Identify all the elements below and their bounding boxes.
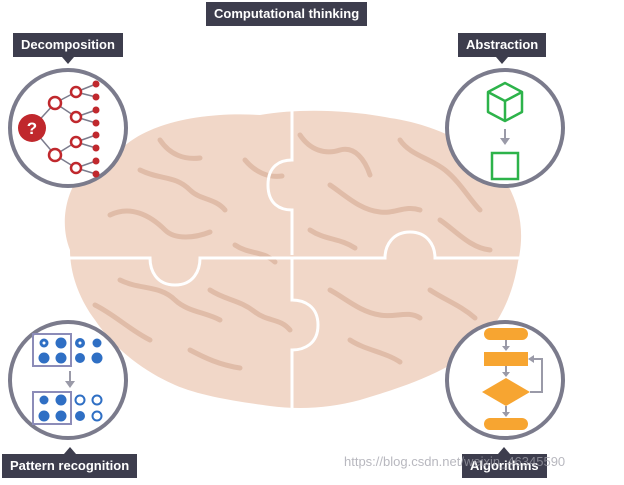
abstraction-circle [445,68,565,188]
brain-folds [92,132,493,371]
watermark-text: https://blog.csdn.net/weixin_46345590 [344,454,566,469]
algorithms-circle [445,320,565,440]
decomposition-circle: ? [8,68,128,188]
arrow-down-icon [500,129,510,145]
pattern-grid-icon [32,333,103,425]
question-symbol: ? [27,119,37,138]
question-icon [18,114,46,142]
square-icon [490,151,520,181]
pattern-recognition-circle [8,320,128,440]
puzzle-cuts [60,110,525,412]
title-label: Computational thinking [206,2,368,26]
abstraction-label: Abstraction [458,33,547,64]
flowchart-icon [482,328,543,430]
decomposition-label: Decomposition [13,33,123,64]
pattern-recognition-label: Pattern recognition [2,447,138,478]
brain-illustration [60,110,525,412]
algorithms-label: Algorithms [462,447,547,478]
cube-icon [486,81,524,123]
